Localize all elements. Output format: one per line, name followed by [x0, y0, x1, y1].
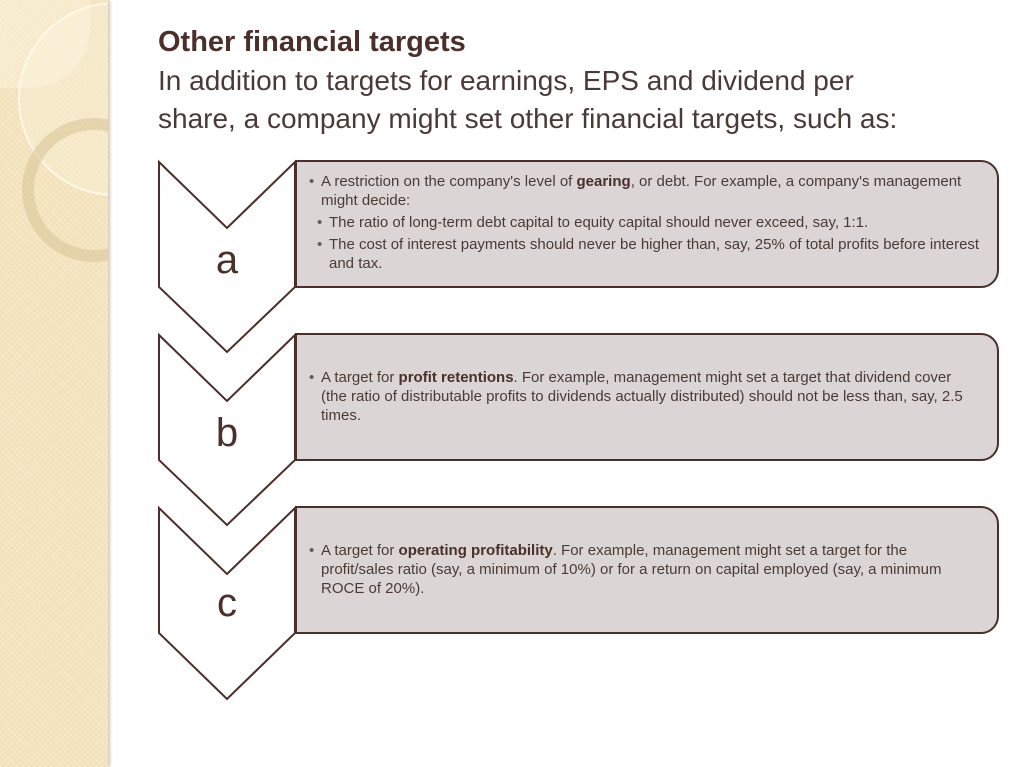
bullet-list-b: A target for profit retentions. For exam… [309, 368, 981, 425]
bullet-item: A target for profit retentions. For exam… [309, 368, 981, 425]
bullet-list-a: A restriction on the company's level of … [309, 172, 981, 273]
decorative-sidebar [0, 0, 108, 767]
step-letter-b: b [215, 411, 239, 455]
sub-bullet-item: The cost of interest payments should nev… [317, 235, 981, 273]
step-box-b: A target for profit retentions. For exam… [295, 333, 999, 461]
step-box-c: A target for operating profitability. Fo… [295, 506, 999, 634]
step-letter-a: a [215, 238, 239, 282]
bullet-item: A restriction on the company's level of … [309, 172, 981, 210]
keyword-profit-retentions: profit retentions [398, 369, 514, 386]
keyword-gearing: gearing [576, 173, 631, 190]
sub-bullet-item: The ratio of long-term debt capital to e… [317, 213, 981, 232]
slide-subtitle-line-2: share, a company might set other financi… [158, 103, 898, 134]
slide-subtitle-line-1: In addition to targets for earnings, EPS… [158, 65, 854, 96]
bullet-item: A target for operating profitability. Fo… [309, 541, 981, 598]
slide-header: Other financial targets In addition to t… [158, 22, 998, 138]
step-letter-c: c [217, 581, 237, 625]
slide-title: Other financial targets [158, 26, 466, 58]
bullet-list-c: A target for operating profitability. Fo… [309, 541, 981, 598]
step-box-a: A restriction on the company's level of … [295, 160, 999, 288]
keyword-operating-profitability: operating profitability [398, 542, 553, 559]
